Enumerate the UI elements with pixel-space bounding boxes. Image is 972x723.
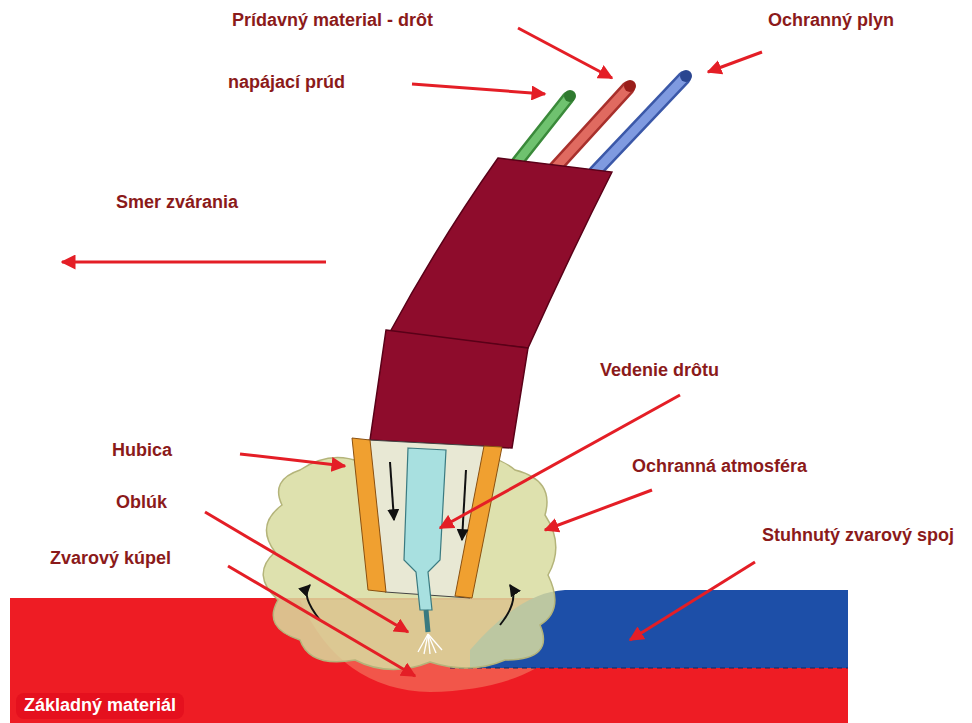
part-label: Oblúk xyxy=(116,492,167,514)
power-cable-end xyxy=(564,90,576,102)
direction-arrow xyxy=(62,261,326,264)
part-label: napájací prúd xyxy=(228,72,345,94)
part-label: Vedenie drôtu xyxy=(600,360,719,382)
part-label: Prídavný material - drôt xyxy=(232,10,433,32)
nozzle-right xyxy=(455,446,502,598)
material-label: Základný materiál xyxy=(16,693,184,719)
leader-arrow xyxy=(708,52,762,72)
direction-label: Smer zvárania xyxy=(116,192,238,214)
part-label: Ochranná atmosféra xyxy=(632,456,807,478)
part-label: Zvarový kúpel xyxy=(50,548,171,570)
leader-arrow xyxy=(545,490,652,530)
wire-guide xyxy=(404,448,446,610)
gas-hose-core xyxy=(595,78,684,172)
nozzle-left xyxy=(352,438,386,592)
leader-arrow xyxy=(630,562,755,640)
leader-arrow xyxy=(518,28,612,78)
leader-arrow xyxy=(412,84,545,94)
part-label: Ochranný plyn xyxy=(768,10,894,32)
gas-flow-arrow xyxy=(390,462,394,520)
filler-wire xyxy=(426,610,428,632)
torch-hose xyxy=(390,158,612,348)
part-label: Stuhnutý zvarový spoj xyxy=(762,525,954,547)
torch-body xyxy=(370,330,528,448)
gas-hose-end xyxy=(680,70,692,82)
leader-arrow xyxy=(240,454,345,466)
arc xyxy=(418,634,442,654)
gas-flow-arrow xyxy=(462,470,466,540)
gas-flow-arrow xyxy=(500,585,513,625)
part-label: Hubica xyxy=(112,440,172,462)
wire-feed-end xyxy=(624,80,636,92)
leader-arrow xyxy=(228,566,415,676)
gas-hose xyxy=(595,78,684,172)
fusion-line xyxy=(450,667,848,668)
